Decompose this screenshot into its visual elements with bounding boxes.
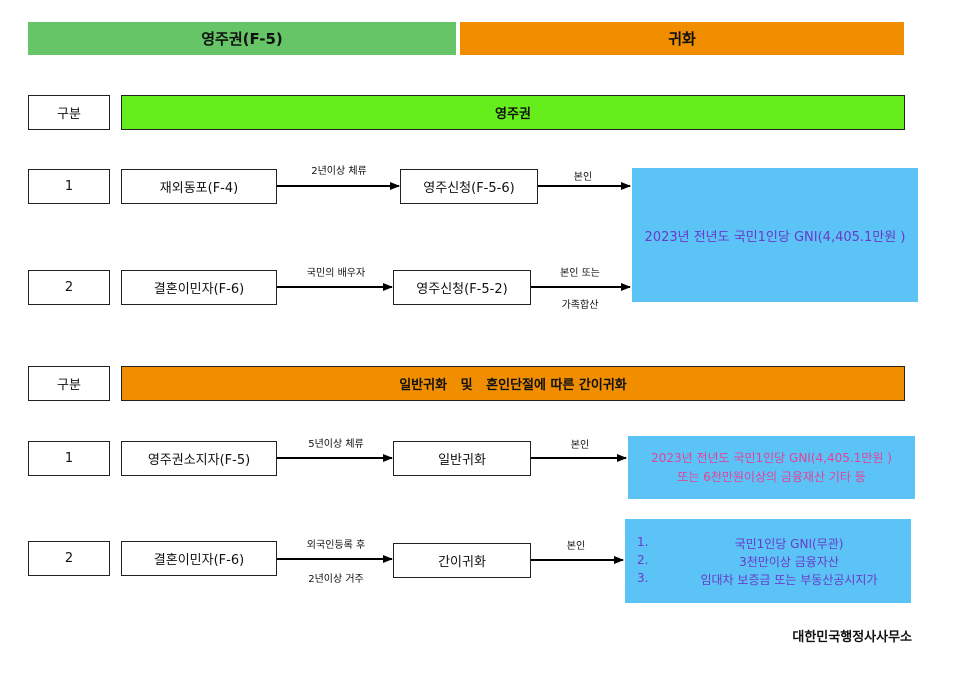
nat-result1-box: 2023년 전년도 국민1인당 GNI(4,405.1만원 ) 또는 6천만원이…: [628, 436, 915, 499]
nat-result1-line1: 2023년 전년도 국민1인당 GNI(4,405.1만원 ): [651, 450, 892, 465]
perm-row1-arrow1-label: 2년이상 체류: [311, 166, 367, 177]
nat-row1-arrow1-label: 5년이상 체류: [308, 439, 364, 450]
nat-header-title: 일반귀화 및 혼인단절에 따른 간이귀화: [121, 366, 905, 401]
perm-row1-to: 영주신청(F-5-6): [400, 169, 538, 204]
perm-row2-arrow1-label: 국민의 배우자: [306, 268, 366, 279]
nat-header-label: 구분: [28, 366, 110, 401]
perm-row2-from: 결혼이민자(F-6): [121, 270, 277, 305]
perm-row1-from: 재외동포(F-4): [121, 169, 277, 204]
nat-result2-item2-number: 2.: [637, 553, 649, 567]
perm-row2-arrow2-label-bottom: 가족합산: [561, 300, 599, 311]
nat-result2-box: 1. 국민1인당 GNI(무관) 2. 3천만이상 금융자산 3. 임대차 보증…: [625, 519, 911, 603]
nat-row2-arrow1-label-top: 외국인등록 후: [306, 540, 366, 551]
nat-result2-list: 1. 국민1인당 GNI(무관) 2. 3천만이상 금융자산 3. 임대차 보증…: [637, 535, 881, 588]
perm-row1-number: 1: [28, 169, 110, 204]
nat-result2-item1-text: 국민1인당 GNI(무관): [734, 537, 844, 551]
nat-result1-line2: 또는 6천만원이상의 금융재산 기타 등: [677, 469, 866, 484]
banner-permanent-residence: 영주권(F-5): [28, 22, 456, 55]
banner-naturalization: 귀화: [460, 22, 904, 55]
perm-row2-to: 영주신청(F-5-2): [393, 270, 531, 305]
nat-result2-item1-number: 1.: [637, 535, 649, 549]
nat-row2-number: 2: [28, 541, 110, 576]
perm-row2-number: 2: [28, 270, 110, 305]
perm-header-label: 구분: [28, 95, 110, 130]
nat-row2-arrow2-label: 본인: [566, 541, 586, 552]
nat-row2-arrow1-label-bottom: 2년이상 거주: [308, 574, 364, 585]
nat-result2-item3-number: 3.: [637, 571, 649, 585]
nat-row2-from: 결혼이민자(F-6): [121, 541, 277, 576]
nat-result2-item3-text: 임대차 보증금 또는 부동산공시지가: [700, 573, 878, 587]
perm-result-box: 2023년 전년도 국민1인당 GNI(4,405.1만원 ): [632, 168, 918, 302]
nat-row1-arrow2-label: 본인: [570, 440, 590, 451]
footer-office-name: 대한민국행정사사무소: [792, 630, 912, 645]
perm-header-title: 영주권: [121, 95, 905, 130]
perm-row2-arrow2-label-top: 본인 또는: [560, 268, 600, 279]
nat-result2-item2-text: 3천만이상 금융자산: [739, 555, 839, 569]
perm-row1-arrow2-label: 본인: [573, 172, 593, 183]
nat-row1-number: 1: [28, 441, 110, 476]
nat-row2-to: 간이귀화: [393, 543, 531, 578]
nat-row1-from: 영주권소지자(F-5): [121, 441, 277, 476]
nat-row1-to: 일반귀화: [393, 441, 531, 476]
